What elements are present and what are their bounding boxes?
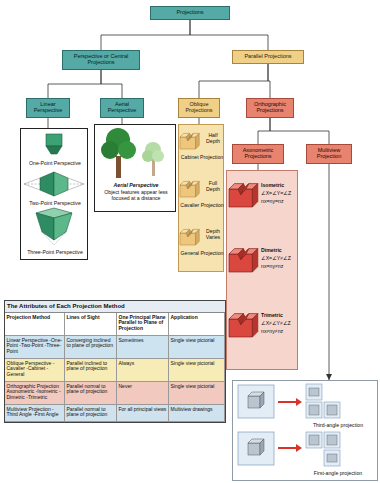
panel-caption: Trimetric: [261, 313, 297, 319]
panel-ground: [94, 124, 176, 212]
panel-caption: nx=ny=nz: [261, 199, 297, 205]
node-label: Parallel Projections: [235, 53, 301, 59]
tree-connector: [101, 70, 122, 98]
table-cell: Single view pictorial: [169, 382, 225, 405]
panel-caption: Aerial Perspective: [97, 183, 175, 189]
tree-connector: [268, 64, 270, 98]
panel-caption: nx=ny≠nz: [261, 264, 297, 270]
tree-connector: [48, 118, 49, 128]
node-label: Oblique Projections: [181, 101, 217, 114]
category-box: Oblique Projections: [178, 98, 220, 118]
panel-caption: Isometric: [261, 183, 297, 189]
panel-caption: General Projection: [180, 251, 224, 257]
isometric-block: [229, 184, 258, 207]
category-box: Orthographic Projections: [246, 98, 294, 118]
glass-box-cube: [238, 385, 274, 465]
illustration-panel: Aerial PerspectiveObject features appear…: [94, 124, 176, 212]
panel-ground: [178, 124, 224, 272]
panel-caption: Dimetric: [261, 248, 297, 254]
table-title: The Attributes of Each Projection Method: [5, 301, 225, 313]
node-label: Multiview Projection: [309, 147, 349, 160]
attribute-table: The Attributes of Each Projection Method…: [4, 300, 226, 423]
table-cell: Single view pictorial: [169, 336, 225, 359]
panel-caption: Two-Point Perspective: [23, 201, 87, 207]
general-block: [180, 229, 199, 245]
node-label: Perspective or Central Projections: [65, 53, 137, 66]
dimetric-block: [229, 249, 258, 272]
table-cell: Single view pictorial: [169, 359, 225, 382]
panel-caption: Half Depth: [202, 133, 224, 145]
node-label: Projections: [153, 9, 227, 15]
panel-caption: One-Point Perspective: [23, 161, 87, 167]
panel-caption: Full Depth: [202, 181, 224, 193]
panel-caption: Object features appear less focused at a…: [97, 190, 175, 202]
table-cell: Always: [117, 359, 169, 382]
panel-caption: Cavalier Projection: [180, 203, 224, 209]
table-cell: Parallel normal to plane of projection: [65, 382, 117, 405]
panel-ground: [20, 128, 88, 260]
category-box: Perspective or Central Projections: [62, 50, 140, 70]
category-box: Projections: [150, 6, 230, 20]
panel-caption: ∠X=∠Y≠∠Z: [261, 256, 297, 262]
illustration-panel: Third-angle projectionFirst-angle projec…: [232, 380, 378, 481]
illustration-panel: Half DepthCabinet ProjectionFull DepthCa…: [178, 124, 224, 272]
three-point-figure: [36, 208, 72, 245]
tree-connector: [329, 164, 330, 380]
two-point-figure: [24, 172, 84, 196]
category-box: Axonometric Projections: [232, 144, 284, 164]
table-cell: Projection Method: [5, 313, 65, 336]
one-point-figure: [46, 134, 62, 154]
table-cell: Lines of Sight: [65, 313, 117, 336]
table-cell: Multiview Projection -Third Angle -First…: [5, 405, 65, 422]
table-cell: Parallel inclined to plane of projection: [65, 359, 117, 382]
table-cell: One Principal Plane Parallel to Plane of…: [117, 313, 169, 336]
table-cell: Linear Perspective -One-Point -Two-Point…: [5, 336, 65, 359]
table-cell: Oblique Perspective -Cavalier -Cabinet -…: [5, 359, 65, 382]
trimetric-block: [229, 314, 258, 337]
unfold-arrow: [278, 398, 302, 452]
category-box: Multiview Projection: [306, 144, 352, 164]
table-cell: Orthographic Projection Axonometric -Iso…: [5, 382, 65, 405]
tree-connector: [199, 64, 268, 98]
category-box: Aerial Perspective: [100, 98, 144, 118]
panel-caption: ∠X≠∠Y≠∠Z: [261, 321, 297, 327]
panel-caption: Three-Point Perspective: [23, 250, 87, 256]
table-cell: Multiview drawings: [169, 405, 225, 422]
illustration-panel: Isometric ∠X=∠Y=∠Z nx=ny=nzDimetric ∠X=∠Y≠∠…: [226, 170, 298, 370]
node-label: Linear Perspective: [29, 101, 67, 114]
tree-connector: [258, 118, 270, 144]
tree-connector: [270, 118, 329, 144]
near-tree: [101, 128, 136, 178]
table-cell: Parallel normal to plane of projection: [65, 405, 117, 422]
panel-caption: nx≠ny≠nz: [261, 329, 297, 335]
category-box: Linear Perspective: [26, 98, 70, 118]
cavalier-block: [180, 181, 199, 197]
table-cell: Sometimes: [117, 336, 169, 359]
tree-connector: [48, 70, 101, 98]
panel-caption: Cabinet Projection: [180, 155, 224, 161]
tree-connector: [101, 20, 190, 50]
tree-connector: [190, 20, 268, 50]
node-label: Orthographic Projections: [249, 101, 291, 114]
category-box: Parallel Projections: [232, 50, 304, 64]
table-cell: Never: [117, 382, 169, 405]
table-cell: Application: [169, 313, 225, 336]
panel-caption: Depth Varies: [202, 229, 224, 241]
panel-caption: ∠X=∠Y=∠Z: [261, 191, 297, 197]
table-cell: Converging inclined to plane of projecti…: [65, 336, 117, 359]
panel-ground: [232, 380, 378, 481]
illustration-panel: One-Point PerspectiveTwo-Point Perspecti…: [20, 128, 88, 260]
cabinet-block: [180, 133, 199, 149]
table-cell: For all principal views: [117, 405, 169, 422]
panel-ground: [226, 170, 298, 370]
node-label: Axonometric Projections: [235, 147, 281, 160]
far-tree: [142, 142, 164, 176]
panel-caption: First-angle projection: [299, 471, 377, 477]
node-label: Aerial Perspective: [103, 101, 141, 114]
panel-caption: Third-angle projection: [299, 423, 377, 429]
